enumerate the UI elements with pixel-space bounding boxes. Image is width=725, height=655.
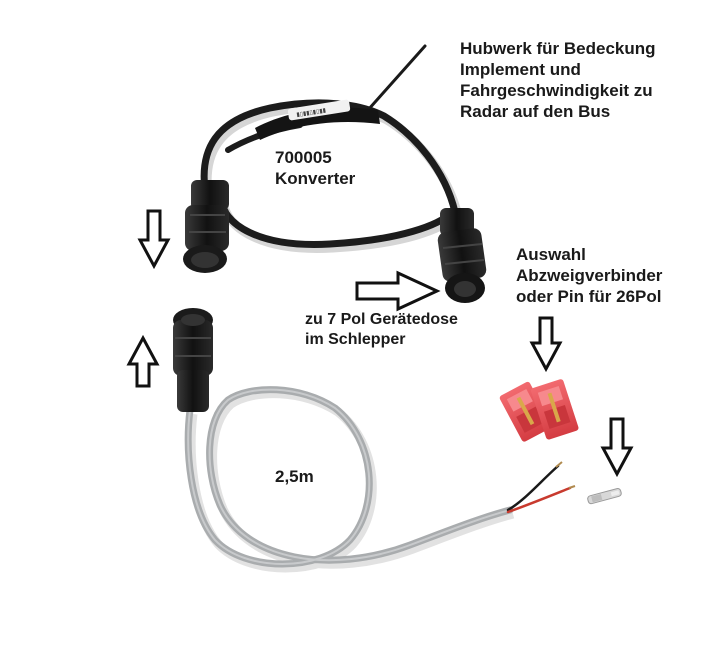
caption-line: zu 7 Pol Gerätedose bbox=[305, 311, 458, 328]
arrow-down-icon bbox=[600, 417, 634, 478]
red-tap-connectors bbox=[499, 379, 579, 442]
caption-line: Fahrgeschwindigkeit zu bbox=[460, 81, 653, 100]
caption-cable-length: 2,5m bbox=[275, 466, 314, 487]
svg-text:▮▯▮▮▯▮▯▮▮: ▮▯▮▮▯▮▯▮▮ bbox=[296, 108, 326, 119]
arrow-up-icon bbox=[126, 334, 160, 388]
caption-line: Konverter bbox=[275, 169, 356, 188]
caption-line: Hubwerk für Bedeckung bbox=[460, 39, 656, 58]
caption-line: Radar auf den Bus bbox=[460, 102, 611, 121]
caption-line: Implement und bbox=[460, 60, 581, 79]
arrow-down-icon bbox=[529, 316, 563, 373]
caption-line: Abzweigverbinder bbox=[516, 266, 663, 285]
black-connector-left bbox=[183, 180, 229, 273]
caption-line: oder Pin für 26Pol bbox=[516, 287, 662, 306]
caption-auswahl: Auswahl Abzweigverbinder oder Pin für 26… bbox=[516, 244, 662, 307]
black-connector-lower bbox=[173, 308, 213, 412]
crimp-pin bbox=[587, 487, 622, 505]
caption-line: 700005 bbox=[275, 148, 332, 167]
caption-geraetedose: zu 7 Pol Gerätedose im Schlepper bbox=[305, 310, 458, 350]
converter-module: ▮▯▮▮▯▮▯▮▮ bbox=[255, 99, 380, 140]
caption-line: Auswahl bbox=[516, 245, 586, 264]
black-connector-right bbox=[437, 208, 487, 303]
caption-line: 2,5m bbox=[275, 467, 314, 486]
caption-line: im Schlepper bbox=[305, 331, 406, 348]
black-cable: ▮▯▮▮▯▮▯▮▮ bbox=[200, 44, 463, 253]
caption-converter: 700005 Konverter bbox=[275, 147, 355, 189]
arrow-down-icon bbox=[137, 209, 171, 270]
arrow-right-icon bbox=[355, 270, 441, 312]
grey-cable bbox=[184, 386, 576, 573]
caption-hubwerk: Hubwerk für Bedeckung Implement und Fahr… bbox=[460, 38, 656, 122]
